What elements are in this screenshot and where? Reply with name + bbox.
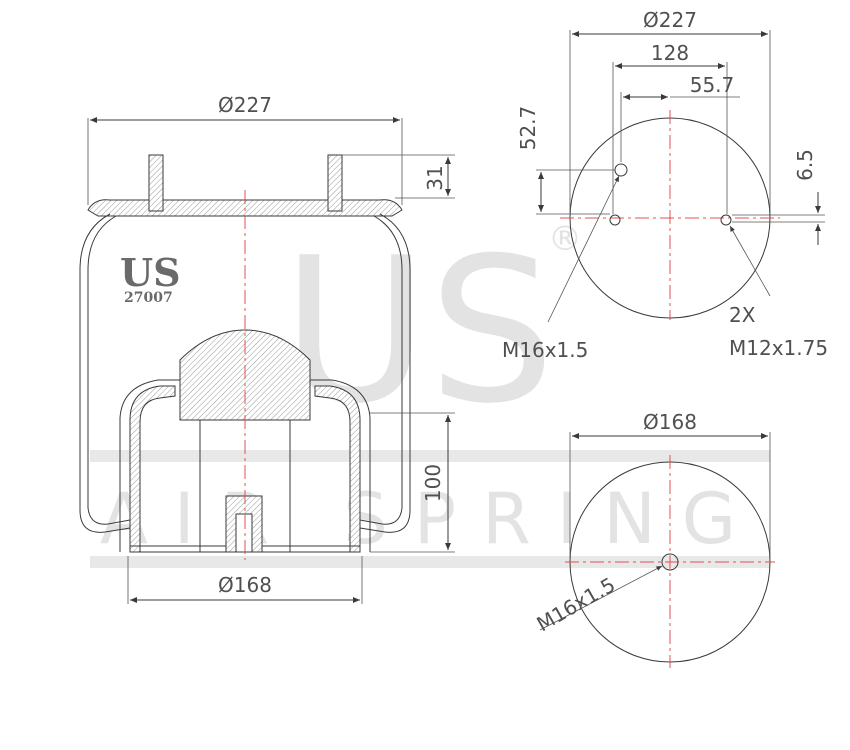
piston-left-wall — [129, 385, 176, 553]
watermark-registered: ® — [548, 219, 582, 259]
center-thread-hole — [614, 163, 628, 177]
top-plate — [87, 199, 403, 217]
brand-part-number: 27007 — [124, 290, 173, 306]
bottom-thread-hole — [661, 553, 679, 571]
dim-vertical-offset: 52.7 — [516, 106, 540, 151]
side-view: US 27007 Ø227 31 100 Ø168 — [79, 93, 455, 604]
stud-hole-right — [720, 214, 732, 226]
stud-right — [327, 154, 343, 212]
label-side-thread: M12x1.75 — [729, 336, 828, 360]
top-view: Ø227 128 55.7 52.7 6.5 M16x1.5 2X M12x1.… — [502, 8, 828, 362]
dim-stud-height: 31 — [423, 165, 447, 190]
dim-stud-spacing: 128 — [651, 41, 689, 65]
watermark-band-bottom — [90, 556, 770, 568]
dim-base-diameter: Ø168 — [218, 573, 272, 597]
bellows-right — [359, 213, 411, 533]
watermark-us: US — [282, 215, 555, 448]
piston-right-wall — [314, 385, 361, 553]
dim-piston-height: 100 — [421, 464, 445, 502]
label-count: 2X — [729, 303, 756, 327]
brand-logo: US — [120, 250, 181, 295]
label-center-thread: M16x1.5 — [502, 338, 588, 362]
watermark-band-top — [90, 450, 770, 462]
dim-bottom-diameter: Ø168 — [643, 410, 697, 434]
bellows-left — [79, 213, 131, 533]
dim-top-diameter: Ø227 — [218, 93, 272, 117]
stud-hole-left — [609, 214, 621, 226]
stud-left — [148, 154, 164, 212]
dim-small-offset: 6.5 — [793, 149, 817, 181]
dim-offset: 55.7 — [690, 73, 735, 97]
dim-top-view-diameter: Ø227 — [643, 8, 697, 32]
label-bottom-thread: M16x1.5 — [533, 572, 620, 636]
